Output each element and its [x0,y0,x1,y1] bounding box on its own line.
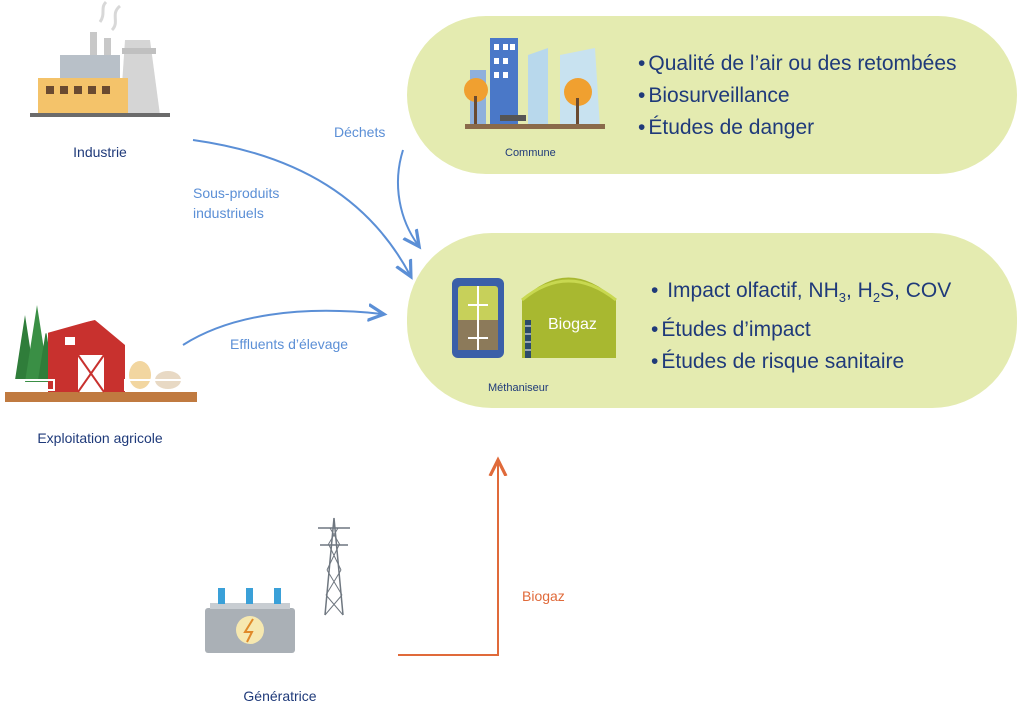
bullet-1-mid: , H [846,279,873,302]
bullet-1-sub-2: 2 [872,290,881,306]
arrow-dechets [397,149,418,245]
commune-bullet-1: Qualité de l’air ou des retombées [638,48,956,80]
bullet-1-prefix: Impact olfactif, NH [667,279,839,302]
effluents-label: Effluents d’élevage [230,336,349,352]
methaniseur-label: Méthaniseur [488,382,549,394]
arrow-sous-produits [192,139,410,275]
methaniseur-bullet-3: Études de risque sanitaire [651,346,951,378]
methaniseur-bullet-1: Impact olfactif, NH3, H2S, COV [651,275,951,314]
commune-bullet-2: Biosurveillance [638,80,957,112]
bullet-1-sub-3: 3 [838,290,846,306]
commune-bullet-3: Études de danger [638,112,957,144]
commune-bullets: Qualité de l’air ou des retombées Biosur… [638,48,957,144]
biogaz-tank-label: Biogaz [548,316,597,333]
methaniseur-bullets: Impact olfactif, NH3, H2S, COV Études d’… [651,275,951,378]
dechets-label: Déchets [334,124,386,140]
exploitation-agricole-label: Exploitation agricole [37,430,163,446]
industrie-label: Industrie [73,144,127,160]
methaniseur-bullet-2: Études d’impact [651,314,951,346]
bullet-1-suffix: S, COV [880,279,952,302]
commune-label: Commune [505,147,556,159]
generatrice-label: Génératrice [243,688,317,704]
arrow-biogaz [398,462,498,656]
sous-produits-label: Sous-produits industriuels [193,185,280,221]
biogaz-flow-label: Biogaz [522,588,565,604]
arrow-effluents [182,311,382,346]
